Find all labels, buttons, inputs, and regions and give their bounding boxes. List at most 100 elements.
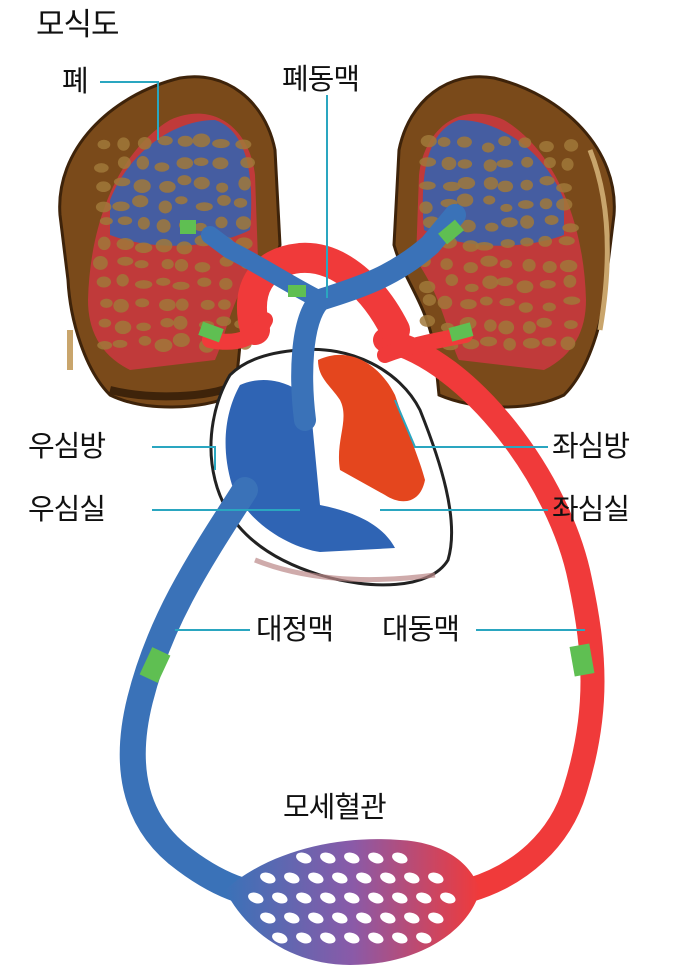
alveolus [216,316,231,326]
alveolus [561,336,576,350]
alveolus [160,318,173,327]
alveolus [540,198,553,209]
alveolus [94,163,109,172]
alveolus [539,176,554,185]
alveolus [458,159,473,168]
alveolus [563,296,580,304]
alveolus [117,137,129,150]
alveolus [419,181,436,190]
alveolus [159,299,176,311]
alveolus [176,241,192,254]
alveolus [100,217,113,225]
alveolus [521,157,533,168]
alveolus [100,299,113,308]
alveolus [538,236,552,247]
alveolus [197,278,211,287]
label-vena-cava: 대정맥 [256,615,333,644]
alveolus [545,215,559,225]
alveolus [419,201,432,213]
alveolus [475,242,493,251]
alveolus [158,136,173,145]
alveolus [193,133,211,147]
alveolus [501,239,515,248]
alveolus [520,215,534,229]
alveolus [442,157,457,170]
label-aorta: 대동맥 [382,615,459,644]
alveolus [113,299,129,313]
alveolus [464,262,478,273]
alveolus [135,242,152,252]
alveolus [498,136,511,146]
alveolus [523,259,536,272]
alveolus [154,162,169,171]
alveolus [458,177,475,189]
alveolus [201,300,215,310]
alveolus [523,338,540,349]
alveolus [440,258,452,270]
alveolus [115,321,132,335]
alveolus [238,177,251,191]
alveolus [173,333,190,347]
alveolus [219,278,232,290]
alveolus [446,274,459,286]
alveolus [159,181,175,193]
alveolus [520,180,533,191]
alveolus [421,135,437,147]
alveolus [485,223,498,232]
alveolus [175,196,187,204]
alveolus [438,137,451,147]
alveolus [498,321,514,335]
alveolus [114,177,130,186]
alveolus [196,202,213,211]
alveolus [132,195,148,207]
alveolus [216,183,228,193]
alveolus [517,280,534,293]
alveolus [438,296,453,309]
label-lung: 폐 [62,67,88,96]
alveolus [117,238,134,250]
alveolus [116,274,128,286]
alveolus [497,159,514,167]
alveolus [136,323,151,332]
alveolus [561,158,573,171]
label-left-ventricle: 좌심실 [552,495,629,524]
alveolus [178,136,193,147]
alveolus [563,275,576,288]
alveolus [523,321,536,334]
alveolus [97,341,112,350]
alveolus [172,282,189,290]
alveolus [419,281,435,293]
alveolus [496,277,513,286]
alveolus [520,238,533,247]
capillary-network [225,839,480,965]
alveolus [234,198,247,208]
alveolus [560,260,577,272]
alveolus [500,204,512,212]
label-right-ventricle: 우심실 [28,495,105,524]
alveolus [556,183,572,192]
alveolus [139,336,152,346]
alveolus [539,141,554,152]
alveolus [519,137,532,147]
alveolus [419,157,436,167]
alveolus [138,137,152,150]
label-right-atrium: 우심방 [28,432,105,461]
alveolus [536,318,551,328]
alveolus [543,303,556,312]
alveolus [217,195,231,206]
alveolus [543,261,557,273]
alveolus [465,284,479,292]
alveolus [156,278,170,286]
alveolus [540,280,556,289]
alveolus [162,259,174,269]
alveolus [194,158,209,167]
alveolus [483,196,495,205]
diagram-title: 모식도 [36,10,119,41]
heart [211,349,452,584]
alveolus [499,298,515,306]
alveolus [562,223,579,232]
alveolus [556,198,572,210]
alveolus [420,315,435,327]
alveolus [194,177,210,189]
